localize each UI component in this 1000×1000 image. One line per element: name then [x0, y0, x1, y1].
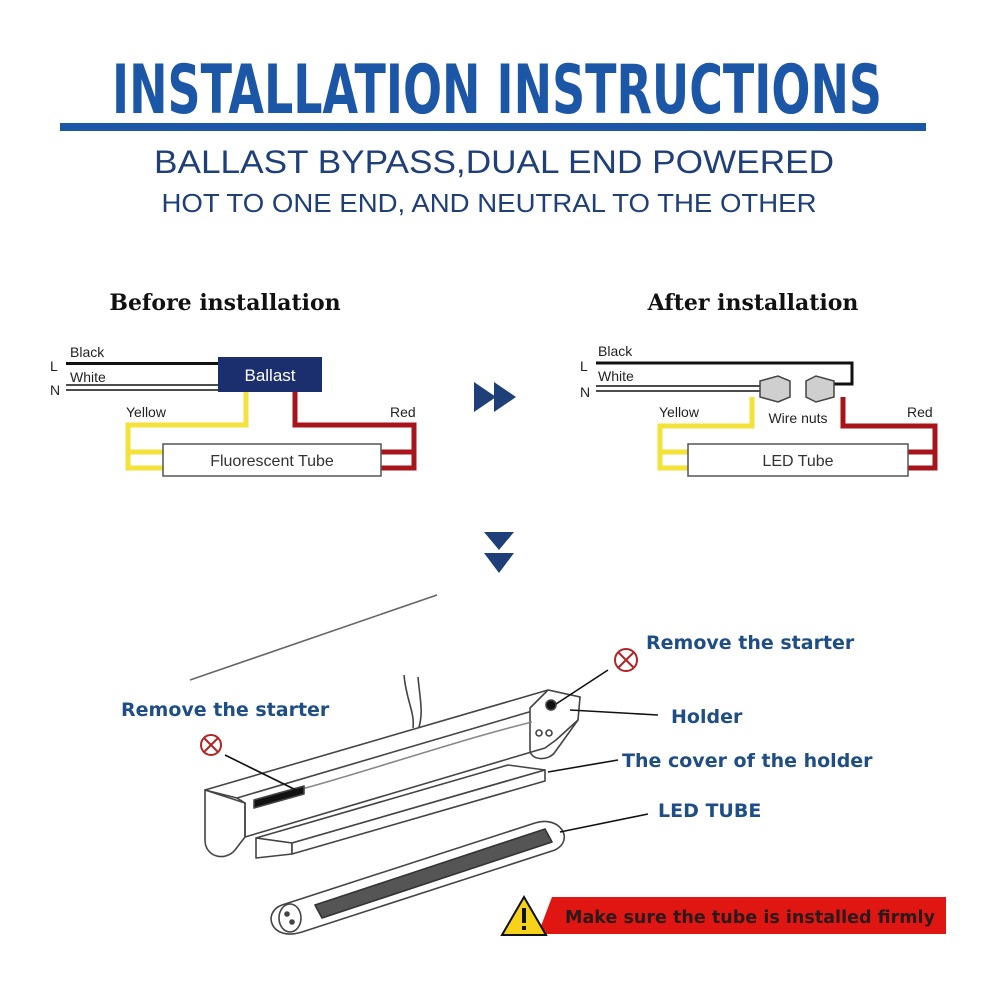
after-heading: After installation [647, 290, 859, 316]
ballast-box [218, 357, 322, 392]
remove-starter-right-label: Remove the starter [646, 632, 855, 654]
fixture-channel [236, 719, 579, 838]
holder-hole-1 [535, 729, 543, 737]
fixture-right-end [529, 689, 581, 760]
warning-banner: Make sure the tube is installed firmly [500, 895, 946, 936]
before-white-label: White [70, 369, 106, 385]
holder-cover-side [291, 769, 546, 855]
leader-led-tube [559, 813, 649, 833]
tagline: HOT TO ONE END, AND NEUTRAL TO THE OTHER [162, 188, 817, 218]
after-white-label: White [598, 368, 634, 384]
after-line-l: L [580, 358, 588, 374]
led-tube-box [687, 443, 909, 477]
before-yellow-wire [125, 392, 249, 471]
led-tube-pin-1 [284, 911, 290, 917]
wire-nut-left-icon [759, 375, 791, 403]
holder-cover-label: The cover of the holder [622, 750, 873, 772]
leader-holder [569, 709, 659, 716]
before-black-label: Black [70, 344, 105, 360]
ballast-label: Ballast [244, 366, 295, 385]
before-line-n: N [50, 382, 60, 398]
wire-nut-right-icon [805, 375, 835, 403]
led-tube-end [278, 903, 302, 933]
fluorescent-tube-label: Fluorescent Tube [210, 453, 334, 470]
ceiling-line [189, 594, 438, 681]
before-installation-diagram: Before installation L N Black White Ball… [50, 290, 417, 477]
after-yellow-label: Yellow [659, 404, 700, 420]
after-black-wire [596, 361, 854, 386]
before-yellow-label: Yellow [126, 404, 167, 420]
after-red-wire [840, 397, 938, 471]
main-title: INSTALLATION INSTRUCTIONS [112, 51, 882, 130]
led-tube-strip [314, 828, 553, 919]
power-cable [403, 674, 422, 731]
title-underline [60, 123, 926, 131]
after-installation-diagram: After installation L N Black White Wire … [580, 290, 938, 477]
warning-text: Make sure the tube is installed firmly [565, 907, 935, 928]
remove-starter-left-icon [200, 734, 222, 756]
led-tube-box-label: LED Tube [762, 453, 833, 470]
remove-starter-right-icon [614, 648, 638, 672]
led-tube-label: LED TUBE [658, 800, 761, 822]
holder-label: Holder [671, 706, 743, 728]
led-tube-pin-2 [289, 919, 295, 925]
double-arrow-right-icon [474, 382, 516, 412]
starter-dot [545, 699, 557, 711]
wire-nuts-label: Wire nuts [768, 410, 827, 426]
before-red-label: Red [390, 404, 416, 420]
starter-left [253, 785, 305, 809]
holder-hole-2 [545, 729, 553, 737]
after-yellow-wire [657, 397, 755, 471]
before-line-l: L [50, 358, 58, 374]
fixture-left-end [204, 789, 246, 858]
after-line-n: N [580, 384, 590, 400]
fluorescent-tube [162, 443, 382, 477]
warning-bar [538, 897, 946, 934]
after-black-label: Black [598, 343, 633, 359]
leader-cover [547, 759, 619, 773]
after-red-label: Red [907, 404, 933, 420]
subtitle: BALLAST BYPASS,DUAL END POWERED [154, 144, 834, 180]
double-arrow-down-icon [484, 532, 514, 573]
remove-starter-left-label: Remove the starter [121, 699, 330, 721]
leader-left-starter [224, 754, 301, 793]
before-heading: Before installation [109, 290, 340, 316]
leader-right-starter [555, 669, 609, 705]
before-black-wire [66, 362, 218, 365]
fixture-illustration [189, 594, 659, 935]
before-red-wire [292, 392, 417, 471]
